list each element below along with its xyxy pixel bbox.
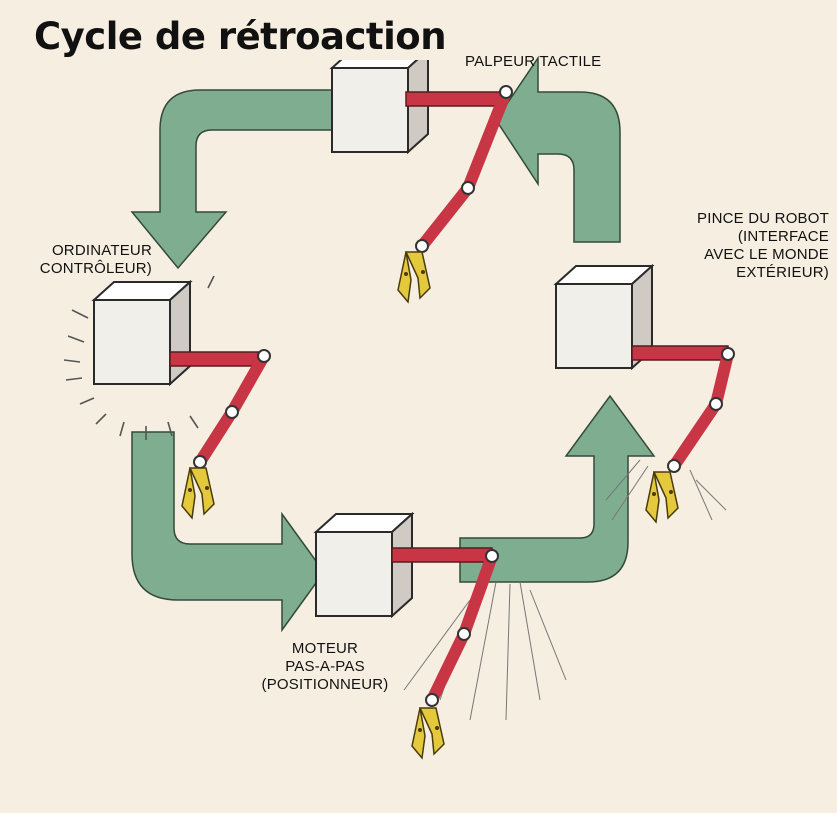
vibration-lines bbox=[403, 459, 727, 721]
cube-ordinateur bbox=[93, 281, 191, 385]
label-line: (INTERFACE bbox=[737, 228, 829, 245]
arm-ordinateur bbox=[169, 349, 271, 519]
cube-moteur bbox=[315, 513, 413, 617]
label-palpeur-tactile: PALPEUR TACTILE bbox=[465, 53, 601, 71]
label-line: ORDINATEUR bbox=[51, 242, 152, 259]
label-moteur-pas-a-pas: MOTEUR PAS-A-PAS (POSITIONNEUR) bbox=[240, 640, 410, 694]
arrow-palpeur-to-ordinateur bbox=[130, 89, 341, 270]
diagram-title: Cycle de rétroaction bbox=[30, 14, 453, 60]
label-line: PALPEUR TACTILE bbox=[465, 53, 602, 70]
arrow-pince-to-palpeur bbox=[495, 55, 621, 243]
label-line: PAS-A-PAS bbox=[285, 658, 365, 675]
label-ordinateur-controleur: ORDINATEUR CONTRÔLEUR) bbox=[4, 242, 152, 278]
label-line: CONTRÔLEUR) bbox=[39, 260, 152, 277]
label-line: EXTÉRIEUR) bbox=[736, 264, 829, 281]
arm-pince bbox=[631, 345, 735, 523]
label-line: (POSITIONNEUR) bbox=[261, 676, 389, 693]
label-line: PINCE DU ROBOT bbox=[697, 210, 829, 227]
label-line: AVEC LE MONDE bbox=[704, 246, 829, 263]
label-line: MOTEUR bbox=[291, 640, 359, 657]
arm-moteur bbox=[391, 547, 499, 759]
arm-palpeur bbox=[397, 85, 513, 303]
arrow-ordinateur-to-moteur bbox=[131, 431, 325, 633]
arrow-moteur-to-pince bbox=[459, 394, 656, 583]
label-pince-du-robot: PINCE DU ROBOT (INTERFACE AVEC LE MONDE … bbox=[697, 210, 829, 282]
